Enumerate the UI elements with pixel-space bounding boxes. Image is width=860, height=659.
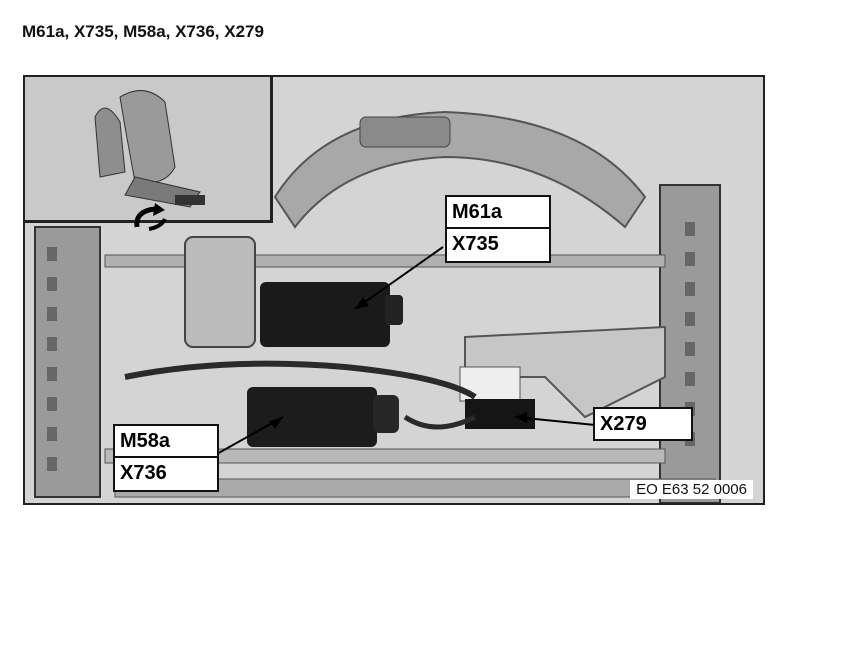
figure-frame: M61a X735 M58a X736 X279 EO E63 52 0006 — [23, 75, 765, 505]
label-x735: X735 — [445, 229, 551, 263]
label-x736: X736 — [113, 458, 219, 492]
curved-arrow-icon — [134, 203, 167, 231]
label-m61a: M61a — [445, 195, 551, 229]
label-x279: X279 — [593, 407, 693, 441]
figure-reference-code: EO E63 52 0006 — [630, 480, 753, 499]
label-m58a: M58a — [113, 424, 219, 458]
seat-overview-inset — [25, 77, 273, 223]
seat-overview-icon — [25, 77, 270, 220]
page-title: M61a, X735, M58a, X736, X279 — [22, 22, 264, 41]
